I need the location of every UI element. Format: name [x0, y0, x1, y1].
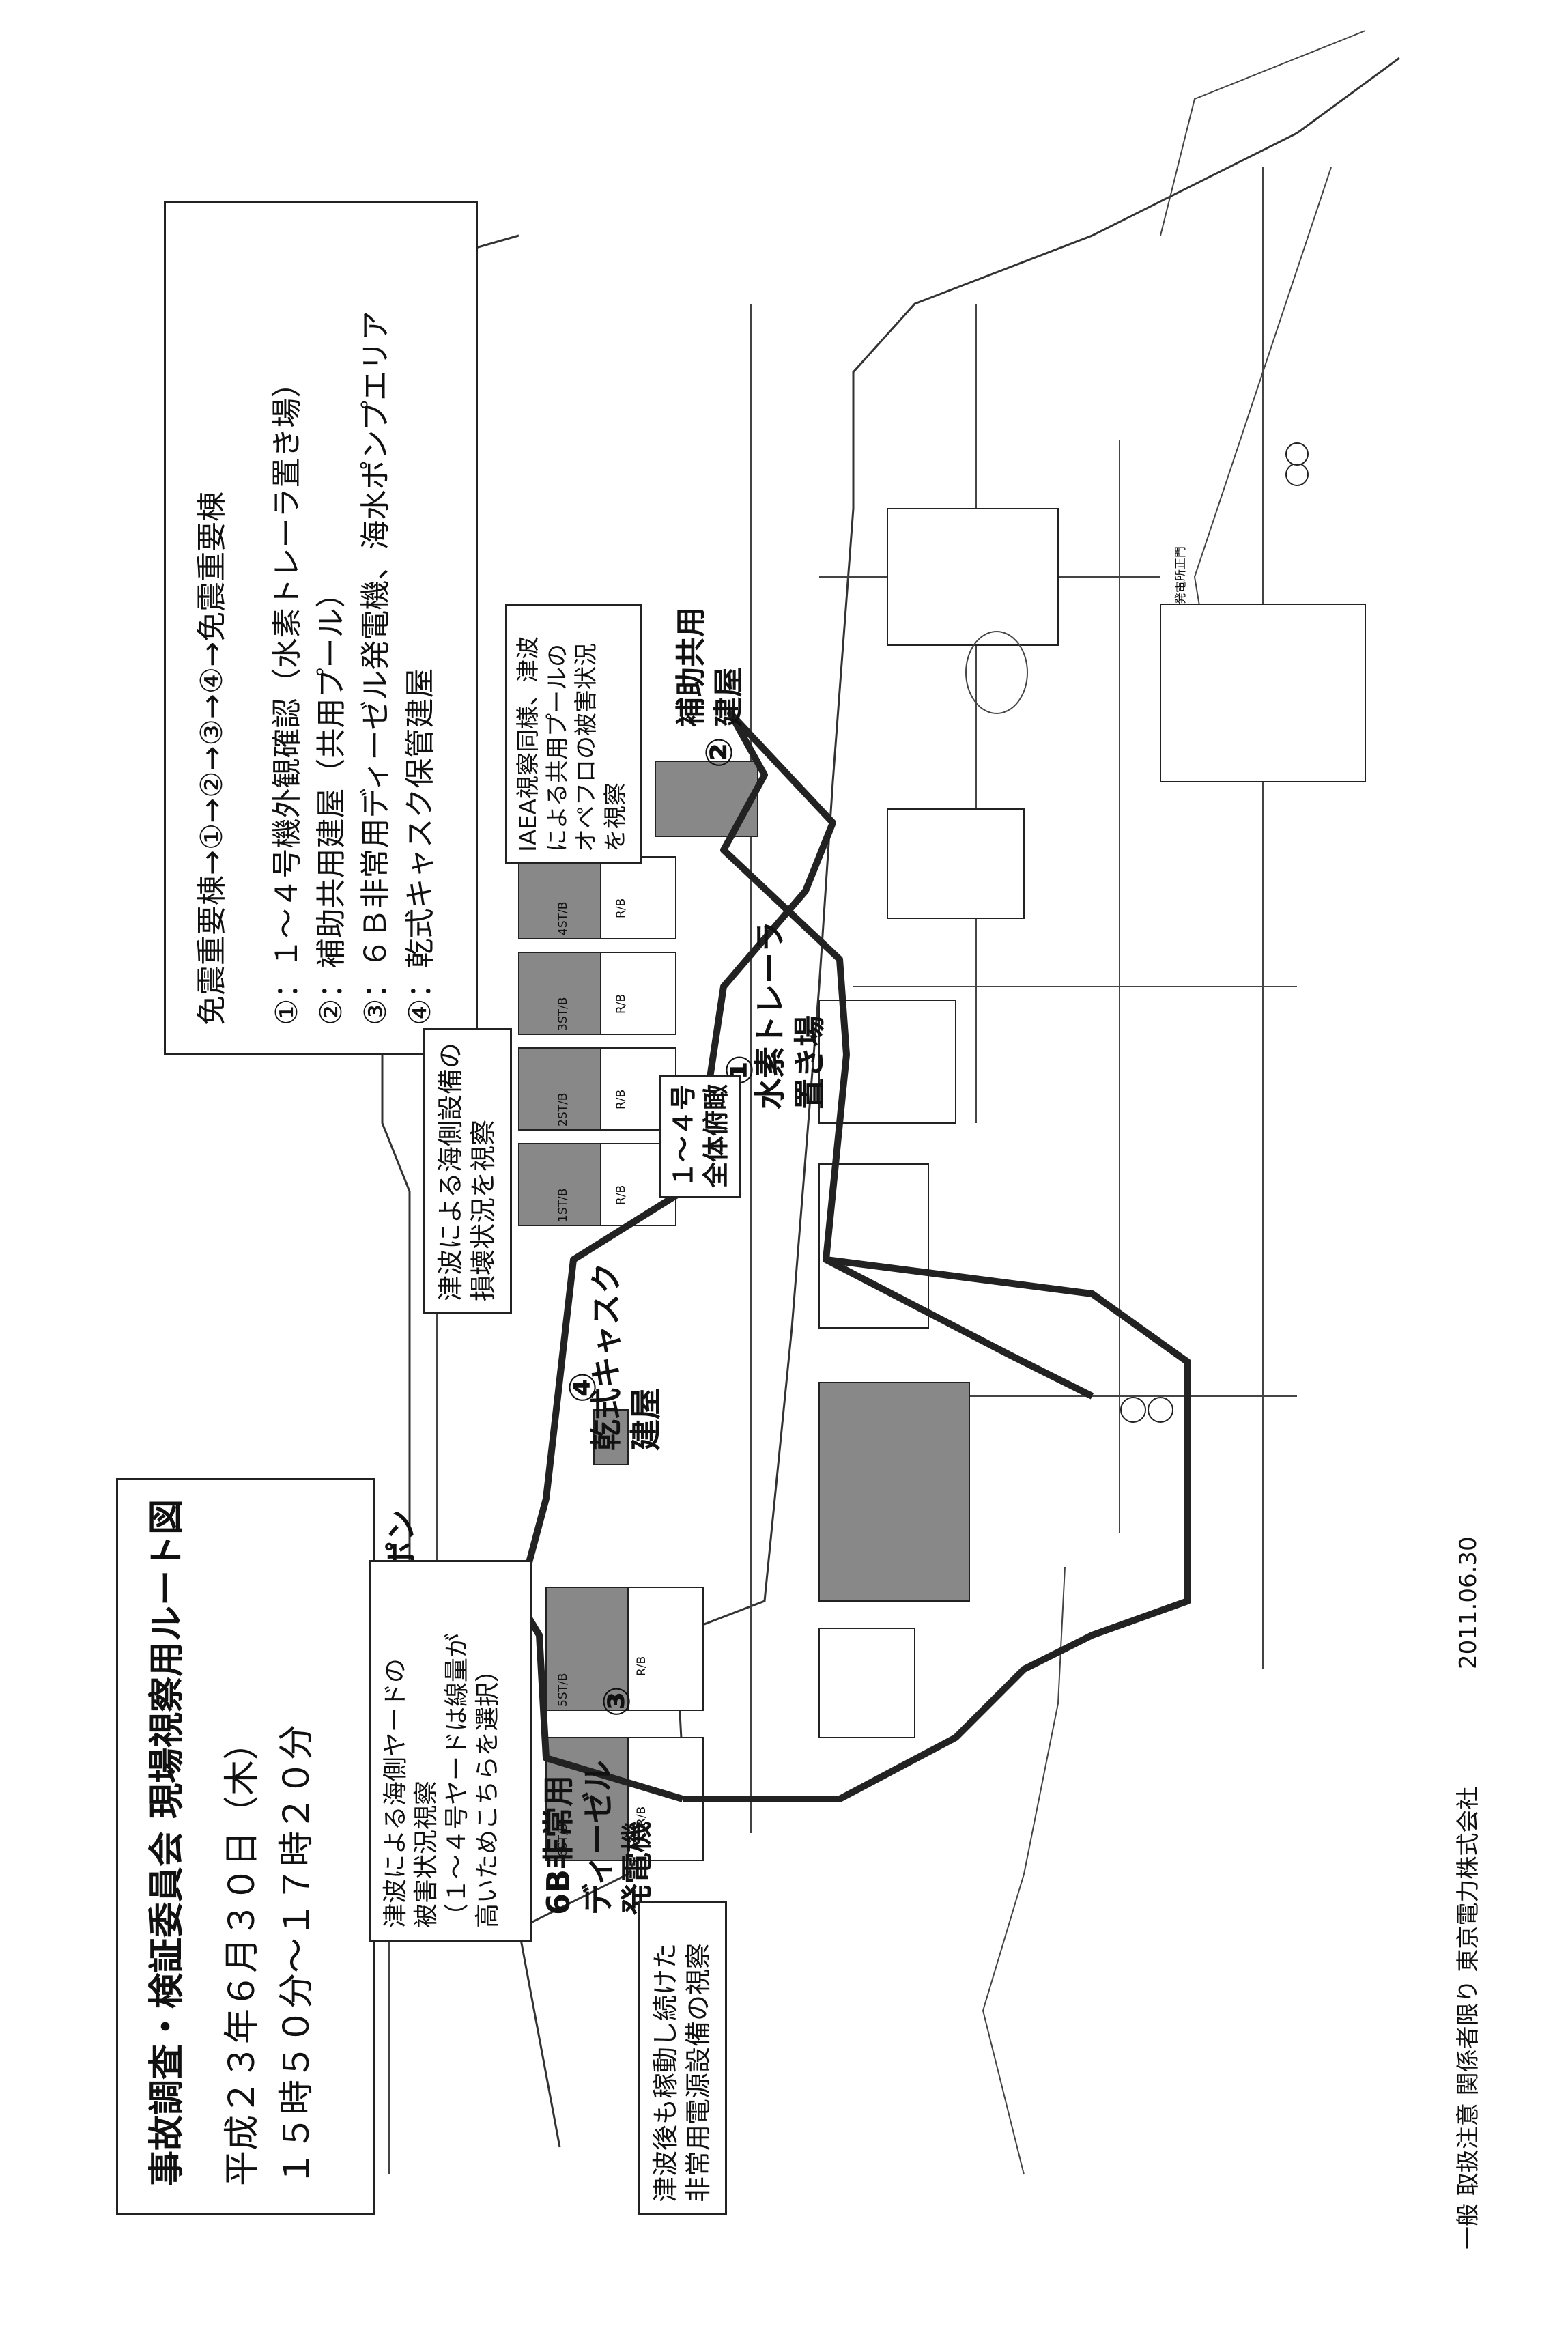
- observation-route: [515, 710, 1191, 1802]
- unit3-reactor-building: [600, 952, 676, 1035]
- callout-sea-yard-text: 津波による海側ヤードの 被害状況視察 （１～４号ヤードは線量が 高いためこちらを…: [382, 1632, 502, 1928]
- stop-3b-marker: ③: [595, 1686, 638, 1717]
- title-box: 事故調査・検証委員会 現場視察用ルート図 平成２３年６月３０日（木） １５時５０…: [116, 1478, 375, 2215]
- aux-common-building: [655, 761, 758, 837]
- far-north-block: [1160, 604, 1366, 782]
- route-summary: 免震重要棟→①→②→③→④→免震重要棟: [195, 491, 229, 1025]
- tank-4: [1285, 442, 1309, 466]
- u1-tb-label: 1ST/B: [556, 1188, 570, 1222]
- u2-rb-label: R/B: [614, 1089, 628, 1109]
- tank-3: [1285, 463, 1309, 486]
- dg-6b-label: 6B非常用 ディーゼル 発電機: [540, 1760, 655, 1915]
- u1-rb-label: R/B: [614, 1185, 628, 1205]
- overview-label-box: １～４号 全体俯瞰: [659, 1075, 741, 1198]
- callout-sea-yard: 津波による海側ヤードの 被害状況視察 （１～４号ヤードは線量が 高いためこちらを…: [369, 1560, 532, 1942]
- footer-date: 2011.06.30: [1455, 1536, 1482, 1669]
- date-text: 平成２３年６月３０日（木）: [222, 1724, 263, 2186]
- legend-item-3: ③：６Ｂ非常用ディーゼル発電機、海水ポンプエリア: [358, 310, 393, 1025]
- seismic-isolated-building: [818, 1163, 929, 1329]
- dry-cask-building: [593, 1409, 629, 1465]
- u2-tb-label: 2ST/B: [556, 1092, 570, 1127]
- u5-rb-label: R/B: [635, 1656, 648, 1676]
- callout-seaside: 津波による海側設備の 損壊状況を視察: [423, 1028, 512, 1314]
- dry-cask-label: 乾式キャスク 建屋: [588, 1262, 664, 1451]
- east-block: [887, 808, 1025, 919]
- u5-tb-label: 5ST/B: [556, 1673, 570, 1707]
- callout-iaea-text: IAEA視察同様、津波 による共用プールの オペフロの被害状況 を視察: [515, 636, 629, 852]
- u3-tb-label: 3ST/B: [556, 997, 570, 1031]
- callout-backup-power-text: 津波後も稼動し続けた 非常用電源設備の視察: [651, 1942, 713, 2202]
- sw-block: [818, 1628, 915, 1738]
- callout-seaside-text: 津波による海側設備の 損壊状況を視察: [436, 1043, 498, 1301]
- u4-rb-label: R/B: [614, 898, 628, 918]
- field-oval: [965, 631, 1028, 714]
- footer-classification: 一般 取扱注意 関係者限り 東京電力株式会社: [1455, 1786, 1482, 2250]
- warehouse-block: [818, 1000, 956, 1124]
- callout-iaea: IAEA視察同様、津波 による共用プールの オペフロの被害状況 を視察: [505, 604, 642, 864]
- legend-item-1: ①：１～４号機外観確認（水素トレーラ置き場）: [270, 367, 304, 1025]
- legend-item-4: ④：乾式キャスク保管建屋: [403, 668, 438, 1025]
- document-title: 事故調査・検証委員会 現場視察用ルート図: [147, 1499, 188, 2186]
- callout-backup-power: 津波後も稼動し続けた 非常用電源設備の視察: [638, 1901, 727, 2215]
- route-spur-east: [824, 1256, 1094, 1400]
- u4-tb-label: 4ST/B: [556, 901, 570, 935]
- legend-box: 免震重要棟→①→②→③→④→免震重要棟 ①：１～４号機外観確認（水素トレーラ置き…: [164, 201, 478, 1055]
- unit5-reactor-building: [627, 1587, 704, 1711]
- main-gate-label: 発電所正門: [1174, 546, 1188, 604]
- north-block: [887, 508, 1059, 646]
- hill-contour-3: [1160, 30, 1366, 236]
- hill-contour: [982, 1566, 1066, 2175]
- unit1-4-overview-label: １～４号 全体俯瞰: [668, 1083, 731, 1188]
- hydrogen-trailer-label: 水素トレーラ 置き場: [752, 921, 828, 1109]
- parking-lot-block: [818, 1382, 970, 1602]
- u3-rb-label: R/B: [614, 993, 628, 1014]
- legend-item-2: ②：補助共用建屋（共用プール）: [314, 578, 349, 1025]
- unit4-reactor-building: [600, 856, 676, 939]
- aux-common-label: 補助共用 建屋: [674, 607, 746, 727]
- tank-2: [1148, 1397, 1173, 1423]
- stop-2-marker: ②: [698, 737, 741, 768]
- time-text: １５時５０分～１７時２０分: [276, 1724, 317, 2186]
- tank-1: [1120, 1397, 1146, 1423]
